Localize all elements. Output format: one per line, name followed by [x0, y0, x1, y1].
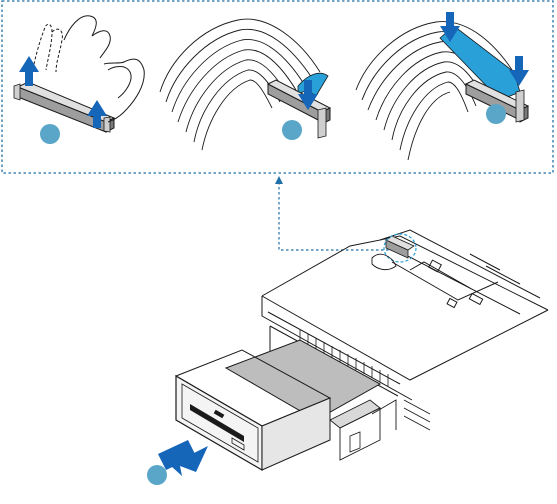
callout-leader-line [279, 182, 392, 250]
cable-blue-edge [298, 73, 328, 96]
step-marker-icon [40, 124, 60, 144]
panel-1-remove-cable [14, 16, 144, 144]
step-marker-icon [486, 104, 506, 124]
step-marker-icon [282, 120, 302, 140]
drive-carrier [176, 340, 396, 470]
finger-outline-dashed [30, 24, 62, 84]
up-arrow-icon [275, 176, 283, 184]
up-arrow-icon [19, 56, 39, 86]
panel-3-seat-cable [356, 12, 529, 160]
step-marker-icon [147, 465, 167, 485]
panel-2-insert-cable [160, 19, 330, 150]
board-connector [386, 236, 414, 258]
